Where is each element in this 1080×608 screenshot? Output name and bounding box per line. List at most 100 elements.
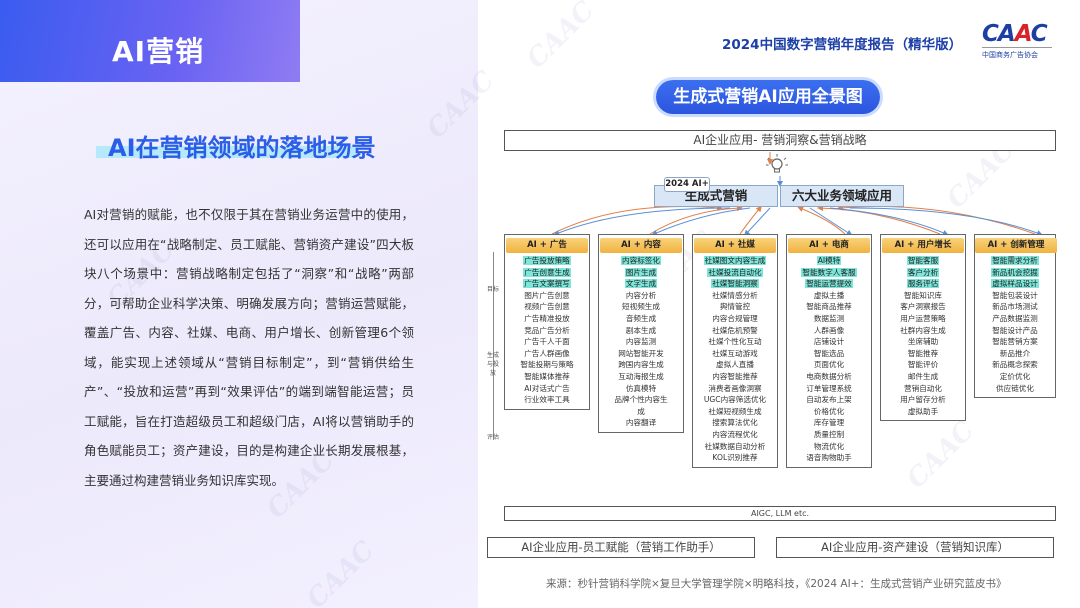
scenario-item: AI模特 [816,256,842,265]
domain-column: AI + 内容内容标签化图片生成文字生成内容分析短视频生成音频生成剧本生成内容监… [598,234,684,433]
scenario-item: 广告千人千面 [524,337,570,347]
scenario-item: 智能选品 [813,348,845,358]
scenario-item: 跨国内容生成 [618,360,664,370]
scenario-item: 社媒数据自动分析 [704,441,766,451]
scenario-item: 广告文案撰写 [523,279,571,289]
employee-empowerment-bar: AI企业应用-员工赋能（营销工作助手） [487,537,755,558]
scenario-item: 内容监测 [625,337,657,347]
scenario-item: 社媒短视频生成 [708,406,762,416]
scenario-item: 物流优化 [813,441,845,451]
scenario-item: 人群画像 [813,325,845,335]
scenario-item: 社媒个性化互动 [708,337,762,347]
logo-divider [982,47,1052,48]
domain-column-title: AI + 广告 [506,238,588,253]
ai-plus-tag: 2024 AI+ [664,177,710,192]
scenario-item: 新品概念探索 [992,360,1038,370]
scenario-item: 虚拟样品设计 [991,279,1039,289]
scenario-item: 广告人群画像 [524,348,570,358]
scenario-item: 社媒互动游戏 [712,348,758,358]
scenario-item: 邮件生成 [907,371,939,381]
scenario-item: 智能媒体推荐 [524,371,570,381]
scenario-item: 智能评价 [907,360,939,370]
scenario-item: 社群内容生成 [900,325,946,335]
scenario-item: 广告投放策略 [523,256,571,265]
report-title: 2024中国数字营销年度报告（精华版） [722,37,963,53]
scenario-item: 竞品广告分析 [524,325,570,335]
process-axis: 目标 生成与投放 评估 [484,240,504,450]
scenario-item: 客户分析 [906,267,940,277]
scenario-item: 智能知识库 [904,290,942,300]
scenario-item: 新品推介 [999,348,1031,358]
scenario-item: 新品市场测试 [992,302,1038,312]
scenario-item: 店铺设计 [813,337,845,347]
scenario-item: 社媒危机预警 [712,325,758,335]
six-domains-box: 六大业务领域应用 [780,185,904,207]
domain-column: AI + 创新管理智能需求分析新品机会挖掘虚拟样品设计智能包装设计新品市场测试产… [974,234,1057,399]
scenario-item: 成 [637,406,645,416]
scenario-item: 服务评估 [906,279,940,289]
scenario-item: 社媒情感分析 [712,290,758,300]
domain-column-title: AI + 用户增长 [882,238,964,253]
watermark: CAAC [521,0,601,75]
left-panel-background [0,0,478,608]
scenario-item: 视频广告创意 [524,302,570,312]
section-title: AI营销 [112,35,205,68]
strategy-bar: AI企业应用- 营销洞察&营销战略 [504,130,1056,151]
scenario-item: 社媒投流自动化 [707,267,763,277]
scenario-item: 定价优化 [999,371,1031,381]
axis-label-production: 生成与投放 [486,352,499,377]
subtitle-highlight [96,146,356,158]
scenario-item: 供应链优化 [996,383,1034,393]
scenario-item: 内容翻译 [625,418,657,428]
scenario-item: 社媒智能洞察 [711,279,759,289]
logo-subtitle: 中国商务广告协会 [982,51,1038,59]
scenario-item: 虚拟主播 [813,290,845,300]
scenario-item: 电商数据分析 [806,371,852,381]
scenario-item: 内容分析 [625,290,657,300]
axis-label-evaluation: 评估 [486,434,499,441]
domain-column-title: AI + 创新管理 [975,238,1057,253]
scenario-item: 社媒图文内容生成 [703,256,767,265]
scenario-item: AI对话式广告 [524,383,570,393]
scenario-item: 自动发布上架 [806,395,852,405]
body-paragraph: AI对营销的赋能，也不仅限于其在营销业务运营中的使用，还可以应用在“战略制定、员… [84,207,414,488]
scenario-item: 营销自动化 [904,383,942,393]
scenario-item: 价格优化 [813,406,845,416]
scenario-item: 舆情管控 [719,302,751,312]
caac-logo: CAAC 中国商务广告协会 [982,22,1056,60]
scenario-item: 数据监测 [813,313,845,323]
subtitle-block: AI在营销领域的落地场景 [96,128,426,164]
scenario-item: 用户运营策略 [900,313,946,323]
scenario-item: 智能包装设计 [992,290,1038,300]
domain-column-title: AI + 内容 [600,238,682,253]
subtitle: AI在营销领域的落地场景 [108,134,376,162]
scenario-item: 网站智能开发 [618,348,664,358]
scenario-item: 广告创意生成 [523,267,571,277]
scenario-item: 互动海报生成 [618,371,664,381]
lightbulb-icon [766,154,788,173]
axis-label-goal: 目标 [486,286,499,293]
scenario-item: 智能需求分析 [991,256,1039,265]
domain-column: AI + 社媒社媒图文内容生成社媒投流自动化社媒智能洞察社媒情感分析舆情管控内容… [692,234,778,468]
scenario-item: 仿真模特 [625,383,657,393]
scenario-item: 图片广告创意 [524,290,570,300]
source-note: 来源：秒针营销科学院×复旦大学管理学院×明略科技，《2024 AI+：生成式营销… [546,578,1007,590]
scenario-item: 智能推荐 [907,348,939,358]
map-title: 生成式营销AI应用全景图 [656,80,880,114]
scenario-item: 智能客服 [906,256,940,265]
scenario-item: 智能设计产品 [992,325,1038,335]
scenario-item: 行业效率工具 [524,395,570,405]
scenario-item: 库存管理 [813,418,845,428]
scenario-item: 智能商品推荐 [806,302,852,312]
scenario-item: 品牌个性内容生 [614,395,668,405]
scenario-item: 虚拟人直播 [716,360,754,370]
scenario-item: 图片生成 [624,267,658,277]
scenario-item: 新品机会挖掘 [991,267,1039,277]
scenario-item: 剧本生成 [625,325,657,335]
aigc-foundation-bar: AIGC, LLM etc. [504,506,1056,521]
scenario-item: 坐席辅助 [907,337,939,347]
scenario-item: 订单管理系统 [806,383,852,393]
scenario-item: UGC内容筛选优化 [703,395,767,405]
asset-building-bar: AI企业应用-资产建设（营销知识库） [776,537,1054,558]
